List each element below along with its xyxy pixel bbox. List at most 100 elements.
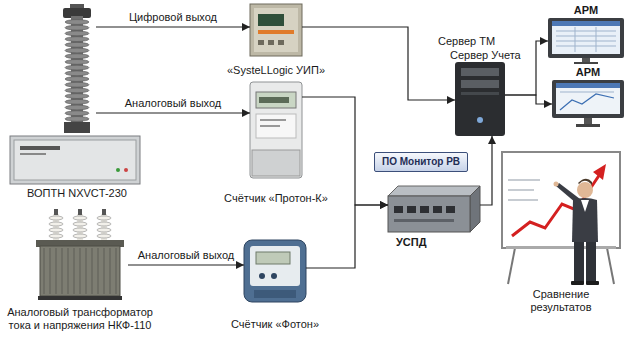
optical-transformer-illustration-part xyxy=(65,54,89,59)
analog-transformer-illustration-part xyxy=(49,228,63,232)
node-label: Счётчик «Протон-К» xyxy=(224,192,328,205)
optical-transformer-illustration-part xyxy=(65,37,89,42)
optical-transformer-illustration-part xyxy=(65,60,89,65)
presenter-illustration xyxy=(502,152,620,285)
analog-transformer-illustration-part xyxy=(49,216,63,220)
server-illustration-part xyxy=(461,92,499,95)
meter-foton-illustration xyxy=(244,240,306,302)
rack-unit-illustration-part xyxy=(116,168,120,172)
optical-transformer-illustration-part xyxy=(65,25,89,30)
uspd-device: УСПД xyxy=(388,186,480,232)
server-illustration-part xyxy=(461,80,499,88)
uip-device-illustration-part xyxy=(258,30,294,34)
meter-proton-illustration-part xyxy=(252,150,300,176)
optical-transformer-illustration-part xyxy=(65,105,89,110)
workstation-illustration-part xyxy=(560,94,614,110)
optical-transformer-illustration-part xyxy=(64,122,90,133)
optical-transformer-illustration-part xyxy=(65,71,89,76)
analog-transformer-illustration xyxy=(36,209,124,300)
node-label: АРМ xyxy=(576,66,600,79)
node-label: Сервер ТМ xyxy=(438,35,495,48)
meter-proton-illustration-part xyxy=(256,114,296,138)
workstation-illustration-part xyxy=(584,118,592,124)
analog-transformer-illustration-part xyxy=(73,216,87,220)
presenter-illustration-part xyxy=(506,246,616,249)
optical-transformer-illustration-part xyxy=(65,94,89,99)
rack-unit-illustration-part xyxy=(14,140,136,180)
optical-transformer-illustration xyxy=(63,4,91,133)
server-illustration-part xyxy=(477,117,483,123)
node-label: Сервер Учета xyxy=(450,49,521,62)
analog-transformer-illustration-part xyxy=(78,209,82,215)
meter-foton-illustration-part xyxy=(244,240,306,302)
uip-device: «SysteLLogic УИП» xyxy=(250,4,302,56)
node-label: АРМ xyxy=(574,4,598,17)
workstation-illustration-part xyxy=(576,124,600,127)
node-label: Сравнение результатов xyxy=(516,288,606,314)
optical-transformer-illustration-part xyxy=(65,42,89,47)
optical-transformer-illustration-part xyxy=(65,82,89,87)
server: Сервер ТМСервер Учета xyxy=(455,62,505,136)
optical-transformer-illustration-part xyxy=(65,65,89,70)
uspd-device-illustration-part xyxy=(470,186,480,232)
meter-foton: Счётчик «Фотон» xyxy=(244,240,306,302)
meter-foton-illustration-part xyxy=(250,246,300,286)
presenter-illustration-part xyxy=(607,248,614,284)
analog-transformer-illustration-part xyxy=(97,234,111,238)
connector-arrow xyxy=(302,27,455,100)
workstation: АРМ xyxy=(552,80,624,128)
analog-transformer-illustration-part xyxy=(73,234,87,238)
analog-transformer-illustration-part xyxy=(49,216,111,238)
meter-proton-illustration-part xyxy=(256,92,296,108)
workstation-illustration-part xyxy=(548,18,624,58)
analog-transformer-illustration-part xyxy=(73,228,87,232)
optical-transformer-illustration-part xyxy=(65,99,89,104)
optical-transformer-illustration-part xyxy=(65,111,89,116)
connector-arrow xyxy=(96,112,250,113)
connector-arrow xyxy=(96,26,250,27)
server-illustration xyxy=(455,62,505,136)
meter-proton-illustration xyxy=(250,82,302,178)
workstation-illustration xyxy=(548,18,624,64)
presenter-illustration-part xyxy=(508,180,540,200)
workstation-illustration-part xyxy=(556,83,620,88)
node-label: Счётчик «Фотон» xyxy=(231,318,319,331)
workstation: АРМ xyxy=(548,18,624,64)
uspd-device-illustration-part xyxy=(394,219,454,222)
presenter: Сравнение результатов xyxy=(500,150,622,286)
connector-arrow xyxy=(505,95,552,104)
presenter-illustration-part xyxy=(502,152,620,248)
box-label: ПО Монитор РВ xyxy=(382,156,460,168)
server-illustration-part xyxy=(461,68,499,76)
rack-unit-illustration-part xyxy=(20,146,60,150)
optical-transformer-illustration-part xyxy=(65,20,89,25)
presenter-illustration-part xyxy=(572,198,598,242)
rack-unit-illustration xyxy=(10,136,140,184)
uip-device-illustration-part xyxy=(258,40,264,45)
meter-proton-illustration-part xyxy=(259,97,289,103)
node-label: Аналоговый трансформатор тока и напряжен… xyxy=(5,306,155,332)
uspd-device-illustration-part xyxy=(446,206,455,213)
uspd-device-illustration-part xyxy=(388,186,480,196)
analog-transformer-illustration-part xyxy=(54,209,58,215)
uspd-device-illustration-part xyxy=(420,206,429,213)
presenter-illustration-part xyxy=(578,179,592,185)
analog-transformer-illustration-part xyxy=(40,246,120,296)
presenter-illustration-part xyxy=(574,242,584,282)
node-label: «SysteLLogic УИП» xyxy=(227,64,325,77)
workstation-illustration-part xyxy=(552,21,620,54)
meter-foton-illustration-part xyxy=(271,273,277,279)
analog-transformer: Аналоговый трансформатор тока и напряжен… xyxy=(32,208,128,300)
presenter-illustration-part xyxy=(586,242,596,282)
node-label: УСПД xyxy=(396,236,427,249)
uip-device-illustration xyxy=(250,4,302,56)
uip-device-illustration-part xyxy=(254,8,298,52)
optical-transformer-illustration-part xyxy=(65,117,89,122)
analog-transformer-illustration-part xyxy=(44,248,116,294)
edge-label: Цифровой выход xyxy=(129,11,217,24)
node-label: ВОПТН NXVCT-230 xyxy=(27,187,127,200)
uspd-device-illustration-part xyxy=(433,206,442,213)
uip-device-illustration-part xyxy=(268,40,274,45)
software-box: ПО Монитор РВ xyxy=(374,152,468,172)
